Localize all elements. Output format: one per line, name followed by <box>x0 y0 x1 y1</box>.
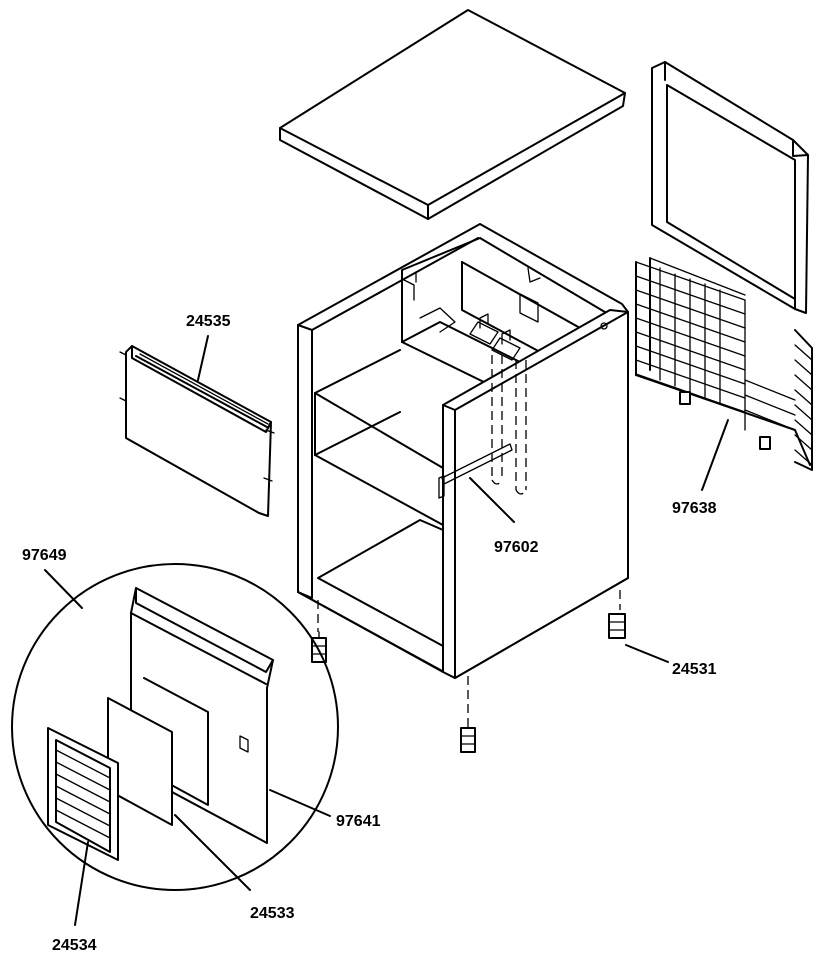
leader-24534 <box>74 841 89 926</box>
leader-97649 <box>44 569 83 609</box>
label-97638: 97638 <box>672 500 717 517</box>
label-24535: 24535 <box>186 313 231 330</box>
top-panel <box>279 9 626 220</box>
leader-97638 <box>701 419 729 491</box>
back-frame-panel <box>651 61 809 314</box>
leader-24531 <box>625 644 669 663</box>
leader-24535 <box>197 335 209 381</box>
condenser-coil <box>635 257 813 471</box>
leveling-leg-front-left <box>311 631 327 663</box>
side-panel-24535 <box>119 345 275 517</box>
label-97649: 97649 <box>22 547 67 564</box>
leader-97602 <box>469 477 515 523</box>
label-24533: 24533 <box>250 905 295 922</box>
detail-circle-97649 <box>11 563 339 891</box>
label-24534: 24534 <box>52 937 97 954</box>
label-24531: 24531 <box>672 661 717 678</box>
leader-24533 <box>174 814 251 891</box>
leveling-leg-front-center <box>460 719 476 753</box>
label-97641: 97641 <box>336 813 381 830</box>
label-97602: 97602 <box>494 539 539 556</box>
leveling-leg-rear-right <box>608 613 626 639</box>
leader-lines <box>44 335 729 926</box>
leader-97641 <box>269 789 331 817</box>
main-cabinet <box>297 223 629 720</box>
